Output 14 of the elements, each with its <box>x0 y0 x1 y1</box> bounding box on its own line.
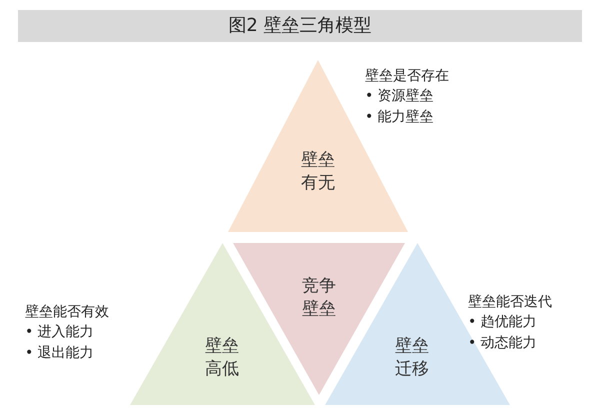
triangle-label: 竞争壁垒 <box>301 275 337 321</box>
note-text: • 进入能力 <box>25 323 95 342</box>
triangle-label: 壁垒高低 <box>204 335 240 381</box>
note-text: • 趋优能力 <box>468 313 538 332</box>
note-text: 壁垒能否迭代 <box>468 293 552 312</box>
triangle-label: 壁垒迁移 <box>394 335 430 381</box>
note-text: • 动态能力 <box>468 334 538 353</box>
note-text: • 退出能力 <box>25 344 95 363</box>
note-text: 壁垒能否有效 <box>25 303 109 322</box>
note-text: • 能力壁垒 <box>365 108 435 127</box>
note-text: • 资源壁垒 <box>365 87 435 106</box>
note-text: 壁垒是否存在 <box>365 67 449 86</box>
triangle-label: 壁垒有无 <box>300 149 336 195</box>
title-bar: 图2 壁垒三角模型 <box>18 10 582 42</box>
